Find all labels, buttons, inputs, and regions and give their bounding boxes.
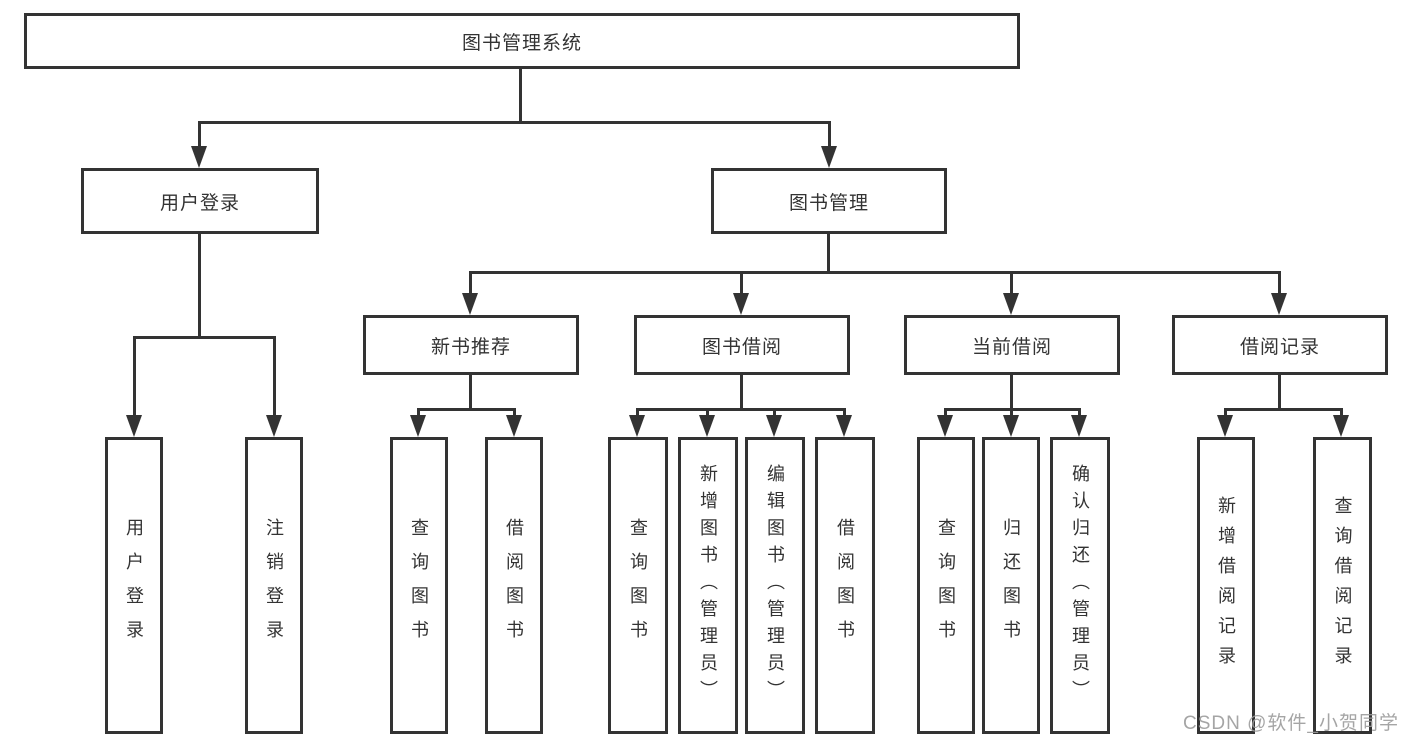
arrowhead-icon xyxy=(191,146,207,168)
arrowhead-icon xyxy=(1003,293,1019,315)
connector-line xyxy=(469,271,1281,274)
arrowhead-icon xyxy=(1071,415,1087,437)
connector-line xyxy=(1078,408,1081,418)
node-borrowing-records: 借阅记录 xyxy=(1172,315,1388,375)
connector-line xyxy=(417,408,420,418)
leaf-add-borrow-record: 新增借阅记录 xyxy=(1197,437,1255,734)
connector-line xyxy=(1010,375,1013,408)
connector-line xyxy=(773,408,776,418)
connector-line xyxy=(513,408,516,418)
connector-line xyxy=(469,375,472,408)
node-user-login: 用户登录 xyxy=(81,168,319,234)
connector-line xyxy=(133,336,136,418)
csdn-watermark: CSDN @软件_小贺同学 xyxy=(1183,713,1399,734)
connector-line xyxy=(519,69,522,123)
connector-line xyxy=(828,121,831,149)
leaf-borrow-books: 借阅图书 xyxy=(815,437,875,734)
leaf-confirm-return-admin: 确认归还（管理员） xyxy=(1050,437,1110,734)
arrowhead-icon xyxy=(766,415,782,437)
leaf-return-books: 归还图书 xyxy=(982,437,1040,734)
arrowhead-icon xyxy=(506,415,522,437)
connector-line xyxy=(1224,408,1343,411)
connector-line xyxy=(1010,271,1013,295)
connector-line xyxy=(636,408,639,418)
leaf-logout: 注销登录 xyxy=(245,437,303,734)
arrowhead-icon xyxy=(462,293,478,315)
connector-line xyxy=(706,408,709,418)
arrowhead-icon xyxy=(266,415,282,437)
connector-line xyxy=(198,121,201,149)
connector-line xyxy=(198,121,831,124)
arrowhead-icon xyxy=(410,415,426,437)
arrowhead-icon xyxy=(1003,415,1019,437)
arrowhead-icon xyxy=(836,415,852,437)
arrowhead-icon xyxy=(699,415,715,437)
arrowhead-icon xyxy=(629,415,645,437)
connector-line xyxy=(827,234,830,271)
leaf-borrow-books-recommend: 借阅图书 xyxy=(485,437,543,734)
node-book-borrowing: 图书借阅 xyxy=(634,315,850,375)
connector-line xyxy=(1340,408,1343,418)
connector-line xyxy=(273,336,276,418)
connector-line xyxy=(1278,271,1281,295)
arrowhead-icon xyxy=(821,146,837,168)
connector-line xyxy=(740,271,743,295)
arrowhead-icon xyxy=(1271,293,1287,315)
arrowhead-icon xyxy=(1217,415,1233,437)
node-current-borrowing: 当前借阅 xyxy=(904,315,1120,375)
connector-line xyxy=(417,408,516,411)
leaf-query-borrow-record: 查询借阅记录 xyxy=(1313,437,1372,734)
connector-line xyxy=(636,408,846,411)
connector-line xyxy=(1278,375,1281,408)
connector-line xyxy=(469,271,472,295)
node-book-management: 图书管理 xyxy=(711,168,947,234)
leaf-user-login: 用户登录 xyxy=(105,437,163,734)
connector-line xyxy=(198,234,201,336)
leaf-query-books-current: 查询图书 xyxy=(917,437,975,734)
connector-line xyxy=(1010,408,1013,418)
leaf-edit-book-admin: 编辑图书（管理员） xyxy=(745,437,805,734)
leaf-query-books-borrow: 查询图书 xyxy=(608,437,668,734)
arrowhead-icon xyxy=(1333,415,1349,437)
arrowhead-icon xyxy=(937,415,953,437)
leaf-query-books-recommend: 查询图书 xyxy=(390,437,448,734)
arrowhead-icon xyxy=(733,293,749,315)
connector-line xyxy=(843,408,846,418)
arrowhead-icon xyxy=(126,415,142,437)
connector-line xyxy=(740,375,743,408)
connector-line xyxy=(944,408,947,418)
connector-line xyxy=(1224,408,1227,418)
node-new-book-recommend: 新书推荐 xyxy=(363,315,579,375)
leaf-add-book-admin: 新增图书（管理员） xyxy=(678,437,738,734)
connector-line xyxy=(133,336,276,339)
node-library-management-system: 图书管理系统 xyxy=(24,13,1020,69)
